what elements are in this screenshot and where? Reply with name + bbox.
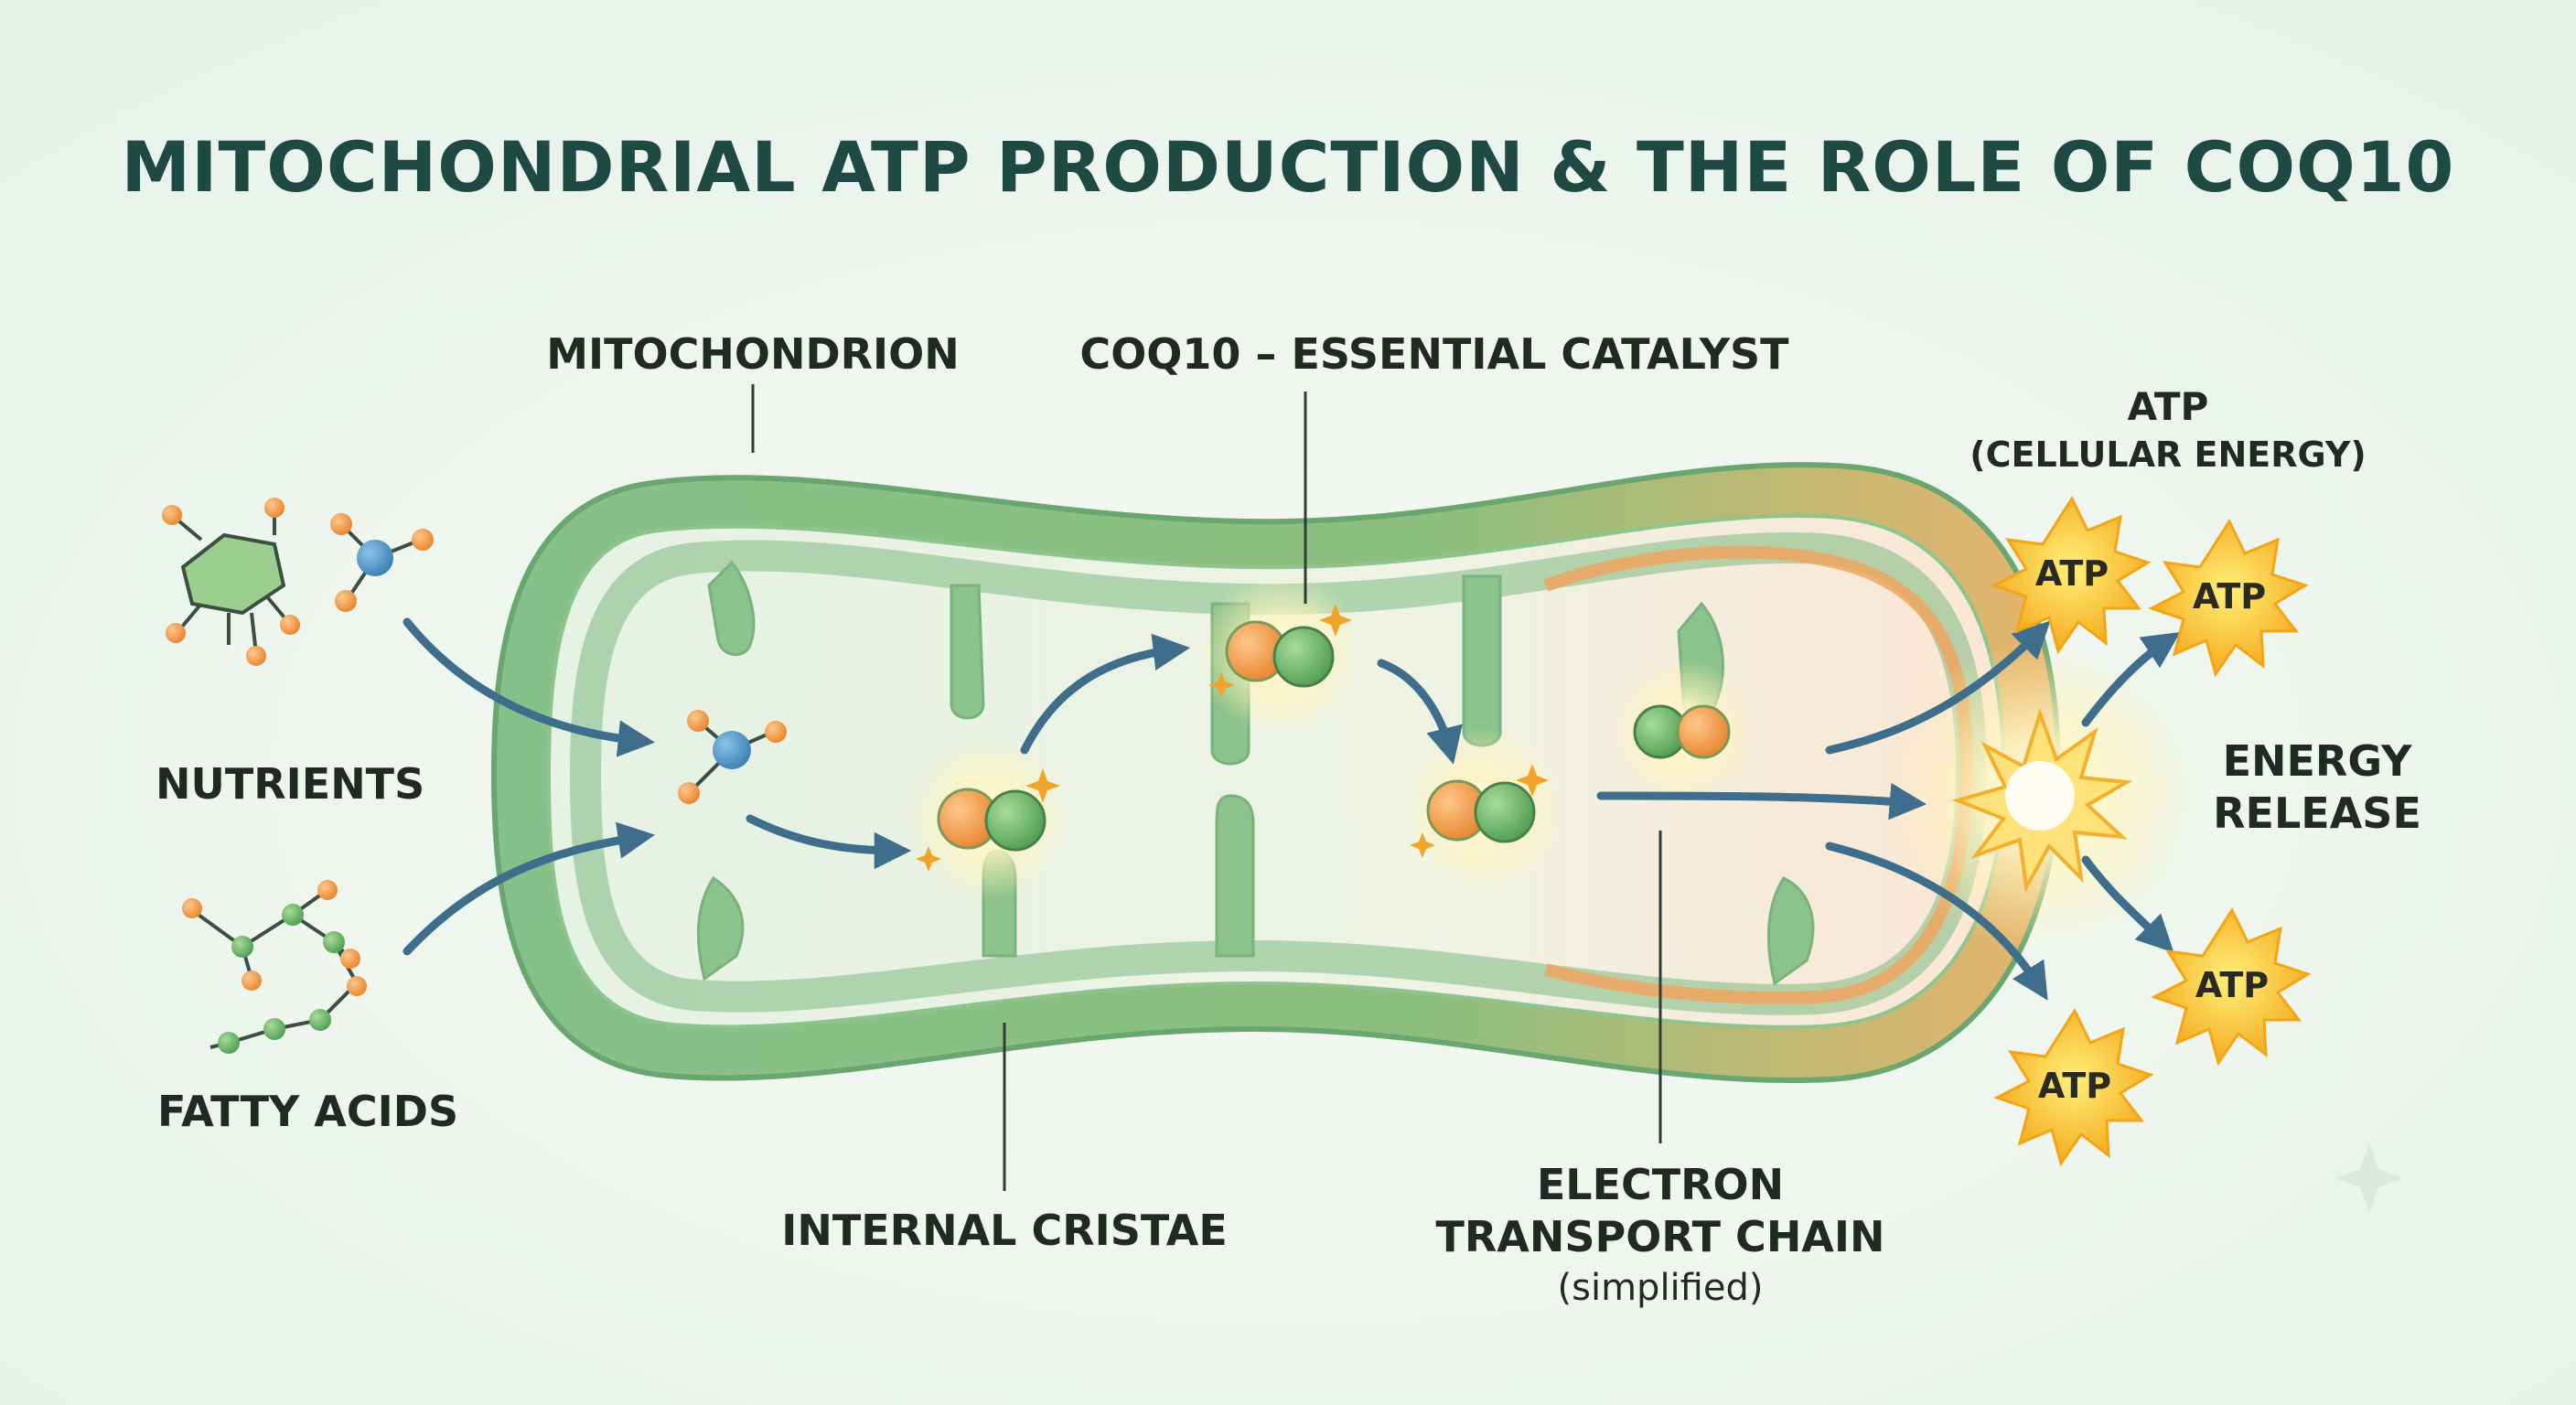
mitochondrion-interior [546, 514, 2006, 1029]
mitochondrion-label: MITOCHONDRION [546, 329, 960, 379]
diagram-title: MITOCHONDRIAL ATP PRODUCTION & THE ROLE … [121, 126, 2455, 208]
etc-label-line2: TRANSPORT CHAIN [1435, 1212, 1885, 1261]
sparkle-icons [916, 604, 1549, 872]
atp-burst-icon [1991, 495, 2152, 655]
nutrients-label: NUTRIENTS [156, 759, 425, 809]
nutrient-molecule-inside-icon [678, 710, 787, 804]
coq10-molecule-icon [1426, 779, 1536, 843]
flow-arrows [402, 617, 2181, 1001]
pointer-lines [751, 384, 1662, 1191]
small-molecule-icon [330, 513, 434, 612]
coq10-molecule-icon [1633, 704, 1731, 759]
coq10-label: COQ10 – ESSENTIAL CATALYST [1079, 329, 1789, 379]
energy-release-line2: RELEASE [2213, 788, 2421, 838]
internal-cristae-label: INTERNAL CRISTAE [781, 1206, 1228, 1255]
energy-burst-icon [1951, 707, 2133, 894]
coq10-molecule-icon [937, 788, 1046, 852]
atp-badge-label: ATP [2035, 553, 2109, 594]
decorative-sparkle-icon [2334, 1143, 2404, 1213]
etc-note-label: (simplified) [1557, 1267, 1764, 1309]
atp-badge-label: ATP [2038, 1066, 2111, 1106]
fatty-acid-chain-icon [182, 880, 367, 1054]
atp-burst-icon [2148, 518, 2309, 678]
atp-subheading-label: (CELLULAR ENERGY) [1970, 434, 2367, 475]
glucose-molecule-icon [162, 498, 300, 666]
fatty-acids-label: FATTY ACIDS [157, 1087, 459, 1136]
atp-badge-label: ATP [2195, 965, 2269, 1005]
atp-burst-icon [2151, 906, 2312, 1067]
atp-burst-icon [1993, 1007, 2154, 1167]
atp-heading-label: ATP [2127, 384, 2209, 429]
energy-release-line1: ENERGY [2222, 736, 2412, 786]
etc-label-line1: ELECTRON [1536, 1160, 1785, 1209]
atp-badge-label: ATP [2193, 576, 2266, 617]
coq10-molecule-icon [1225, 620, 1335, 688]
